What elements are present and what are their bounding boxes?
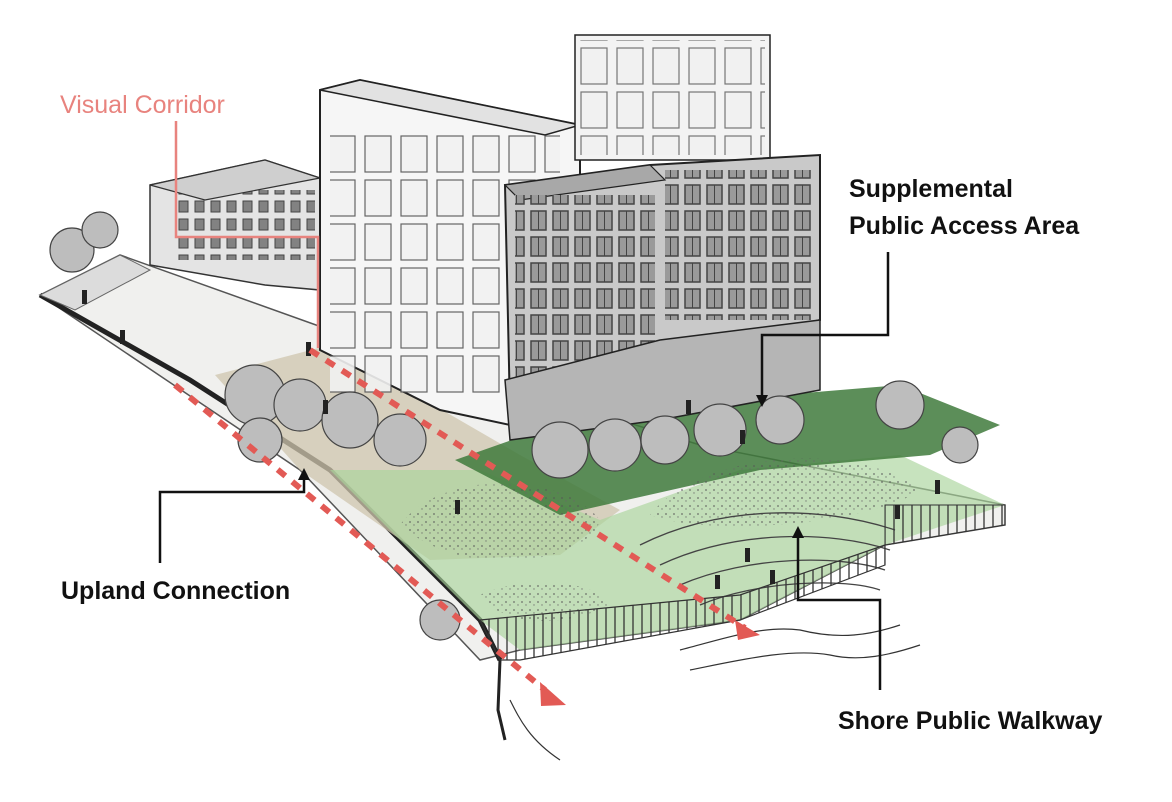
supplemental-area-label-line2: Public Access Area	[849, 211, 1079, 241]
upland-leader	[160, 475, 304, 563]
corridor-arrowhead	[540, 682, 566, 706]
upland-connection-label: Upland Connection	[61, 576, 290, 606]
supplemental-area-label-line1: Supplemental	[849, 174, 1013, 204]
corridor-arrowhead	[735, 620, 760, 640]
shore-walkway-label: Shore Public Walkway	[838, 706, 1102, 736]
visual-corridor-label: Visual Corridor	[60, 90, 225, 120]
back-tower	[575, 35, 770, 160]
